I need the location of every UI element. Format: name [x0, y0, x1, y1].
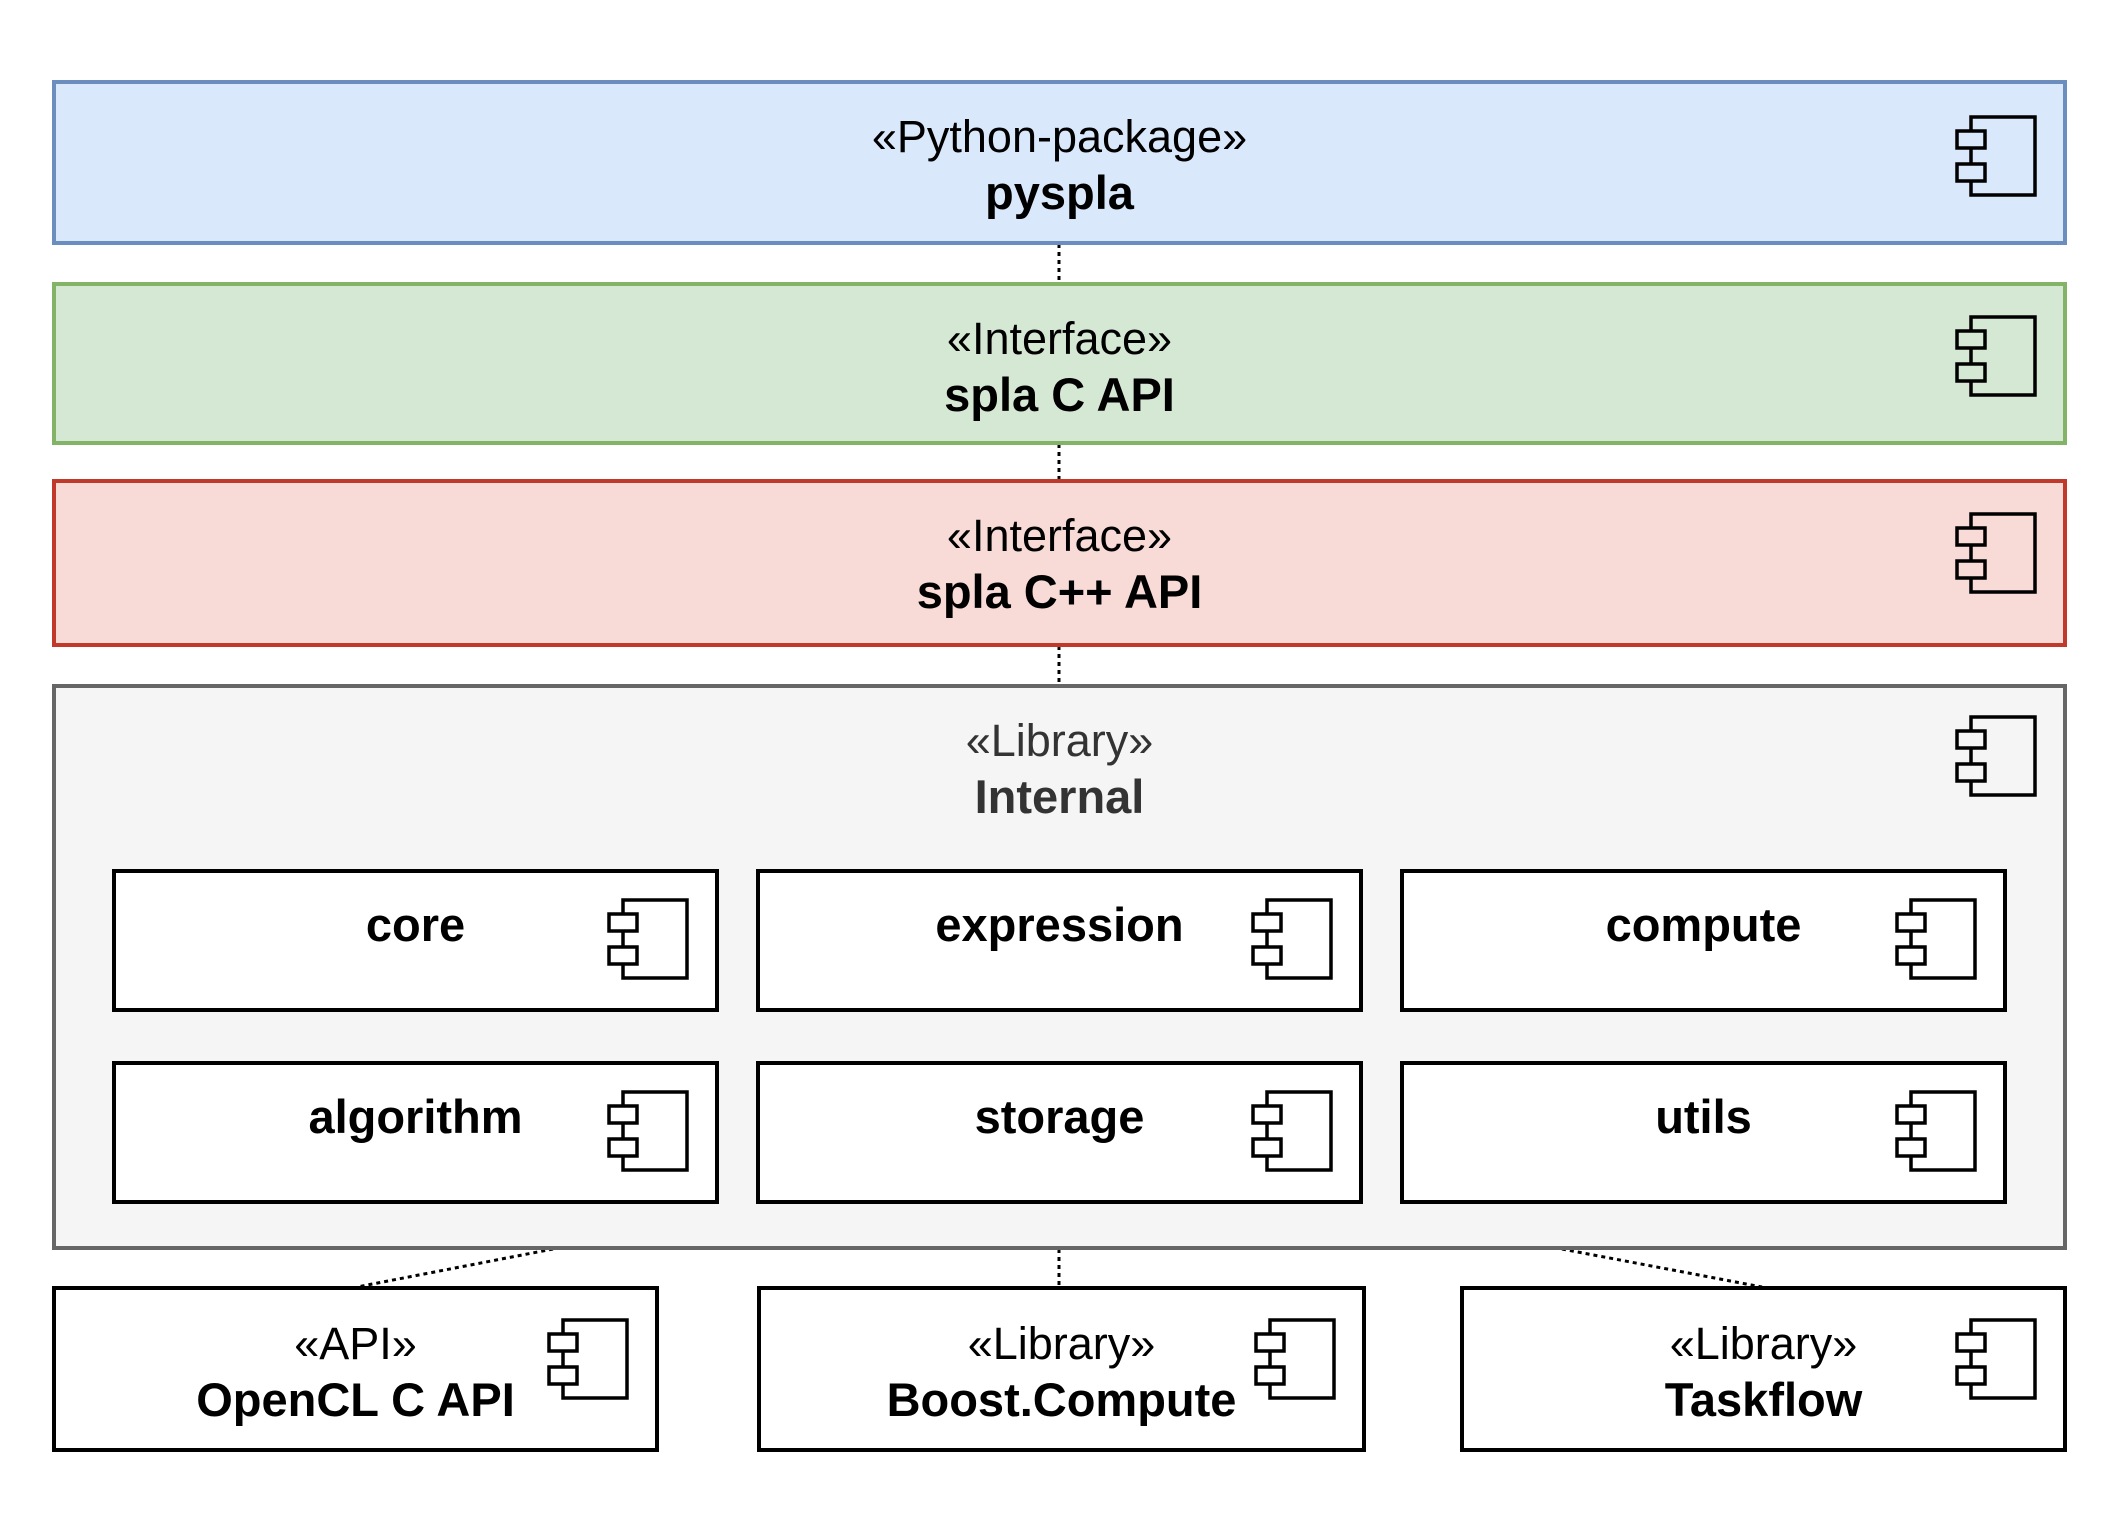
pyspla-stereotype: «Python-package»: [871, 111, 1248, 162]
module-core-name: core: [365, 898, 466, 951]
boost-stereotype: «Library»: [967, 1318, 1156, 1369]
component-icon: [1895, 897, 1979, 981]
component-icon: [547, 1317, 631, 1401]
module-algorithm: algorithm: [112, 1061, 719, 1204]
opencl-name: OpenCL C API: [196, 1373, 515, 1426]
component-icon: [607, 897, 691, 981]
component-icon: [1251, 897, 1335, 981]
module-expression: expression: [756, 869, 1363, 1012]
component-icon: [607, 1089, 691, 1173]
module-core: core: [112, 869, 719, 1012]
dependency-boost-compute: «Library» Boost.Compute: [757, 1286, 1366, 1452]
internal-name: Internal: [974, 770, 1145, 823]
component-icon: [1895, 1089, 1979, 1173]
component-icon: [1251, 1089, 1335, 1173]
taskflow-name: Taskflow: [1664, 1373, 1863, 1426]
dependency-taskflow: «Library» Taskflow: [1460, 1286, 2067, 1452]
module-utils-name: utils: [1655, 1090, 1752, 1143]
module-expression-name: expression: [935, 898, 1184, 951]
dependency-opencl: «API» OpenCL C API: [52, 1286, 659, 1452]
component-icon: [1955, 314, 2039, 398]
module-utils: utils: [1400, 1061, 2007, 1204]
component-icon: [1955, 511, 2039, 595]
component-icon: [1955, 714, 2039, 798]
internal-stereotype: «Library»: [965, 715, 1154, 766]
boost-name: Boost.Compute: [886, 1373, 1237, 1426]
connector-internal-taskflow: [1561, 1247, 1763, 1289]
taskflow-stereotype: «Library»: [1669, 1318, 1858, 1369]
component-icon: [1955, 1317, 2039, 1401]
module-compute-name: compute: [1605, 898, 1802, 951]
module-compute: compute: [1400, 869, 2007, 1012]
module-storage-name: storage: [974, 1090, 1145, 1143]
opencl-stereotype: «API»: [294, 1318, 417, 1369]
cpp-api-name: spla C++ API: [916, 565, 1203, 618]
component-icon: [1955, 114, 2039, 198]
spla-cpp-api-interface: «Interface» spla C++ API: [52, 479, 2067, 647]
spla-c-api-interface: «Interface» spla C API: [52, 282, 2067, 445]
c-api-stereotype: «Interface»: [946, 313, 1173, 364]
pyspla-package: «Python-package» pyspla: [52, 80, 2067, 245]
pyspla-name: pyspla: [985, 166, 1134, 219]
module-storage: storage: [756, 1061, 1363, 1204]
connector-internal-opencl: [356, 1247, 554, 1289]
module-algorithm-name: algorithm: [308, 1090, 523, 1143]
component-icon: [1254, 1317, 1338, 1401]
c-api-name: spla C API: [944, 368, 1175, 421]
cpp-api-stereotype: «Interface»: [946, 510, 1173, 561]
